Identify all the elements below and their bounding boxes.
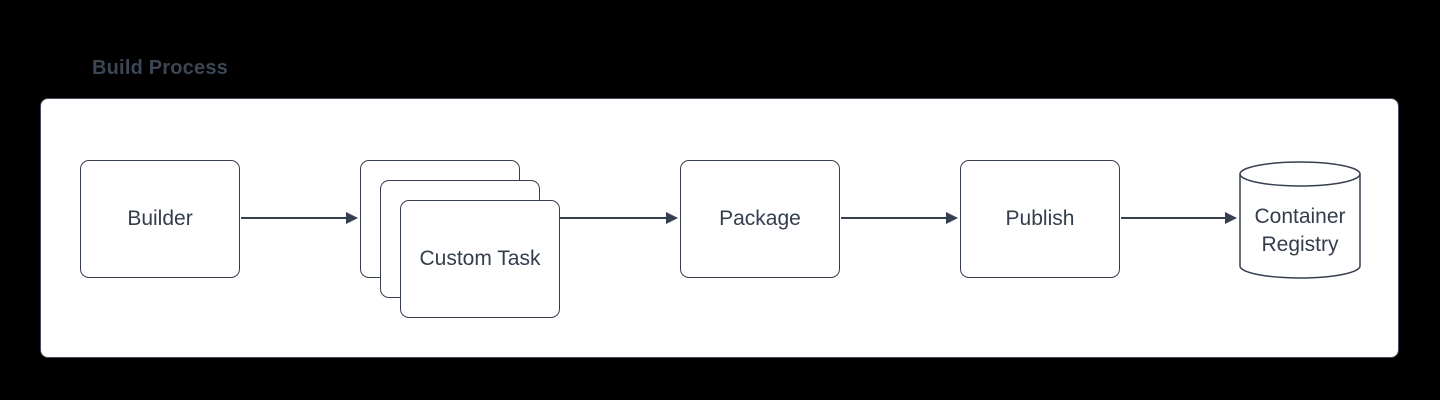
arrowhead-icon xyxy=(346,212,358,224)
edge-line xyxy=(841,217,948,219)
edge-custom-task-to-package xyxy=(560,212,678,224)
cylinder-shape-icon xyxy=(1239,161,1361,279)
node-container-registry-label: Container Registry xyxy=(1239,203,1361,259)
node-builder-label: Builder xyxy=(127,207,193,230)
label-line-1: Container xyxy=(1254,205,1346,228)
label-line-2: Registry xyxy=(1261,233,1339,256)
node-package[interactable]: Package xyxy=(680,160,840,278)
node-container-registry[interactable]: Container Registry xyxy=(1239,161,1361,279)
edge-line xyxy=(560,217,668,219)
edge-publish-to-container-registry xyxy=(1121,212,1237,224)
node-publish-label: Publish xyxy=(1005,207,1075,230)
edge-builder-to-custom-task xyxy=(241,212,358,224)
node-custom-task[interactable]: Custom Task xyxy=(400,200,560,318)
arrowhead-icon xyxy=(1225,212,1237,224)
diagram-title: Build Process xyxy=(92,57,228,79)
node-custom-task-label: Custom Task xyxy=(419,247,541,270)
arrowhead-icon xyxy=(666,212,678,224)
edge-line xyxy=(241,217,348,219)
node-package-label: Package xyxy=(719,207,801,230)
edge-package-to-publish xyxy=(841,212,958,224)
node-builder[interactable]: Builder xyxy=(80,160,240,278)
node-publish[interactable]: Publish xyxy=(960,160,1120,278)
edge-line xyxy=(1121,217,1227,219)
arrowhead-icon xyxy=(946,212,958,224)
